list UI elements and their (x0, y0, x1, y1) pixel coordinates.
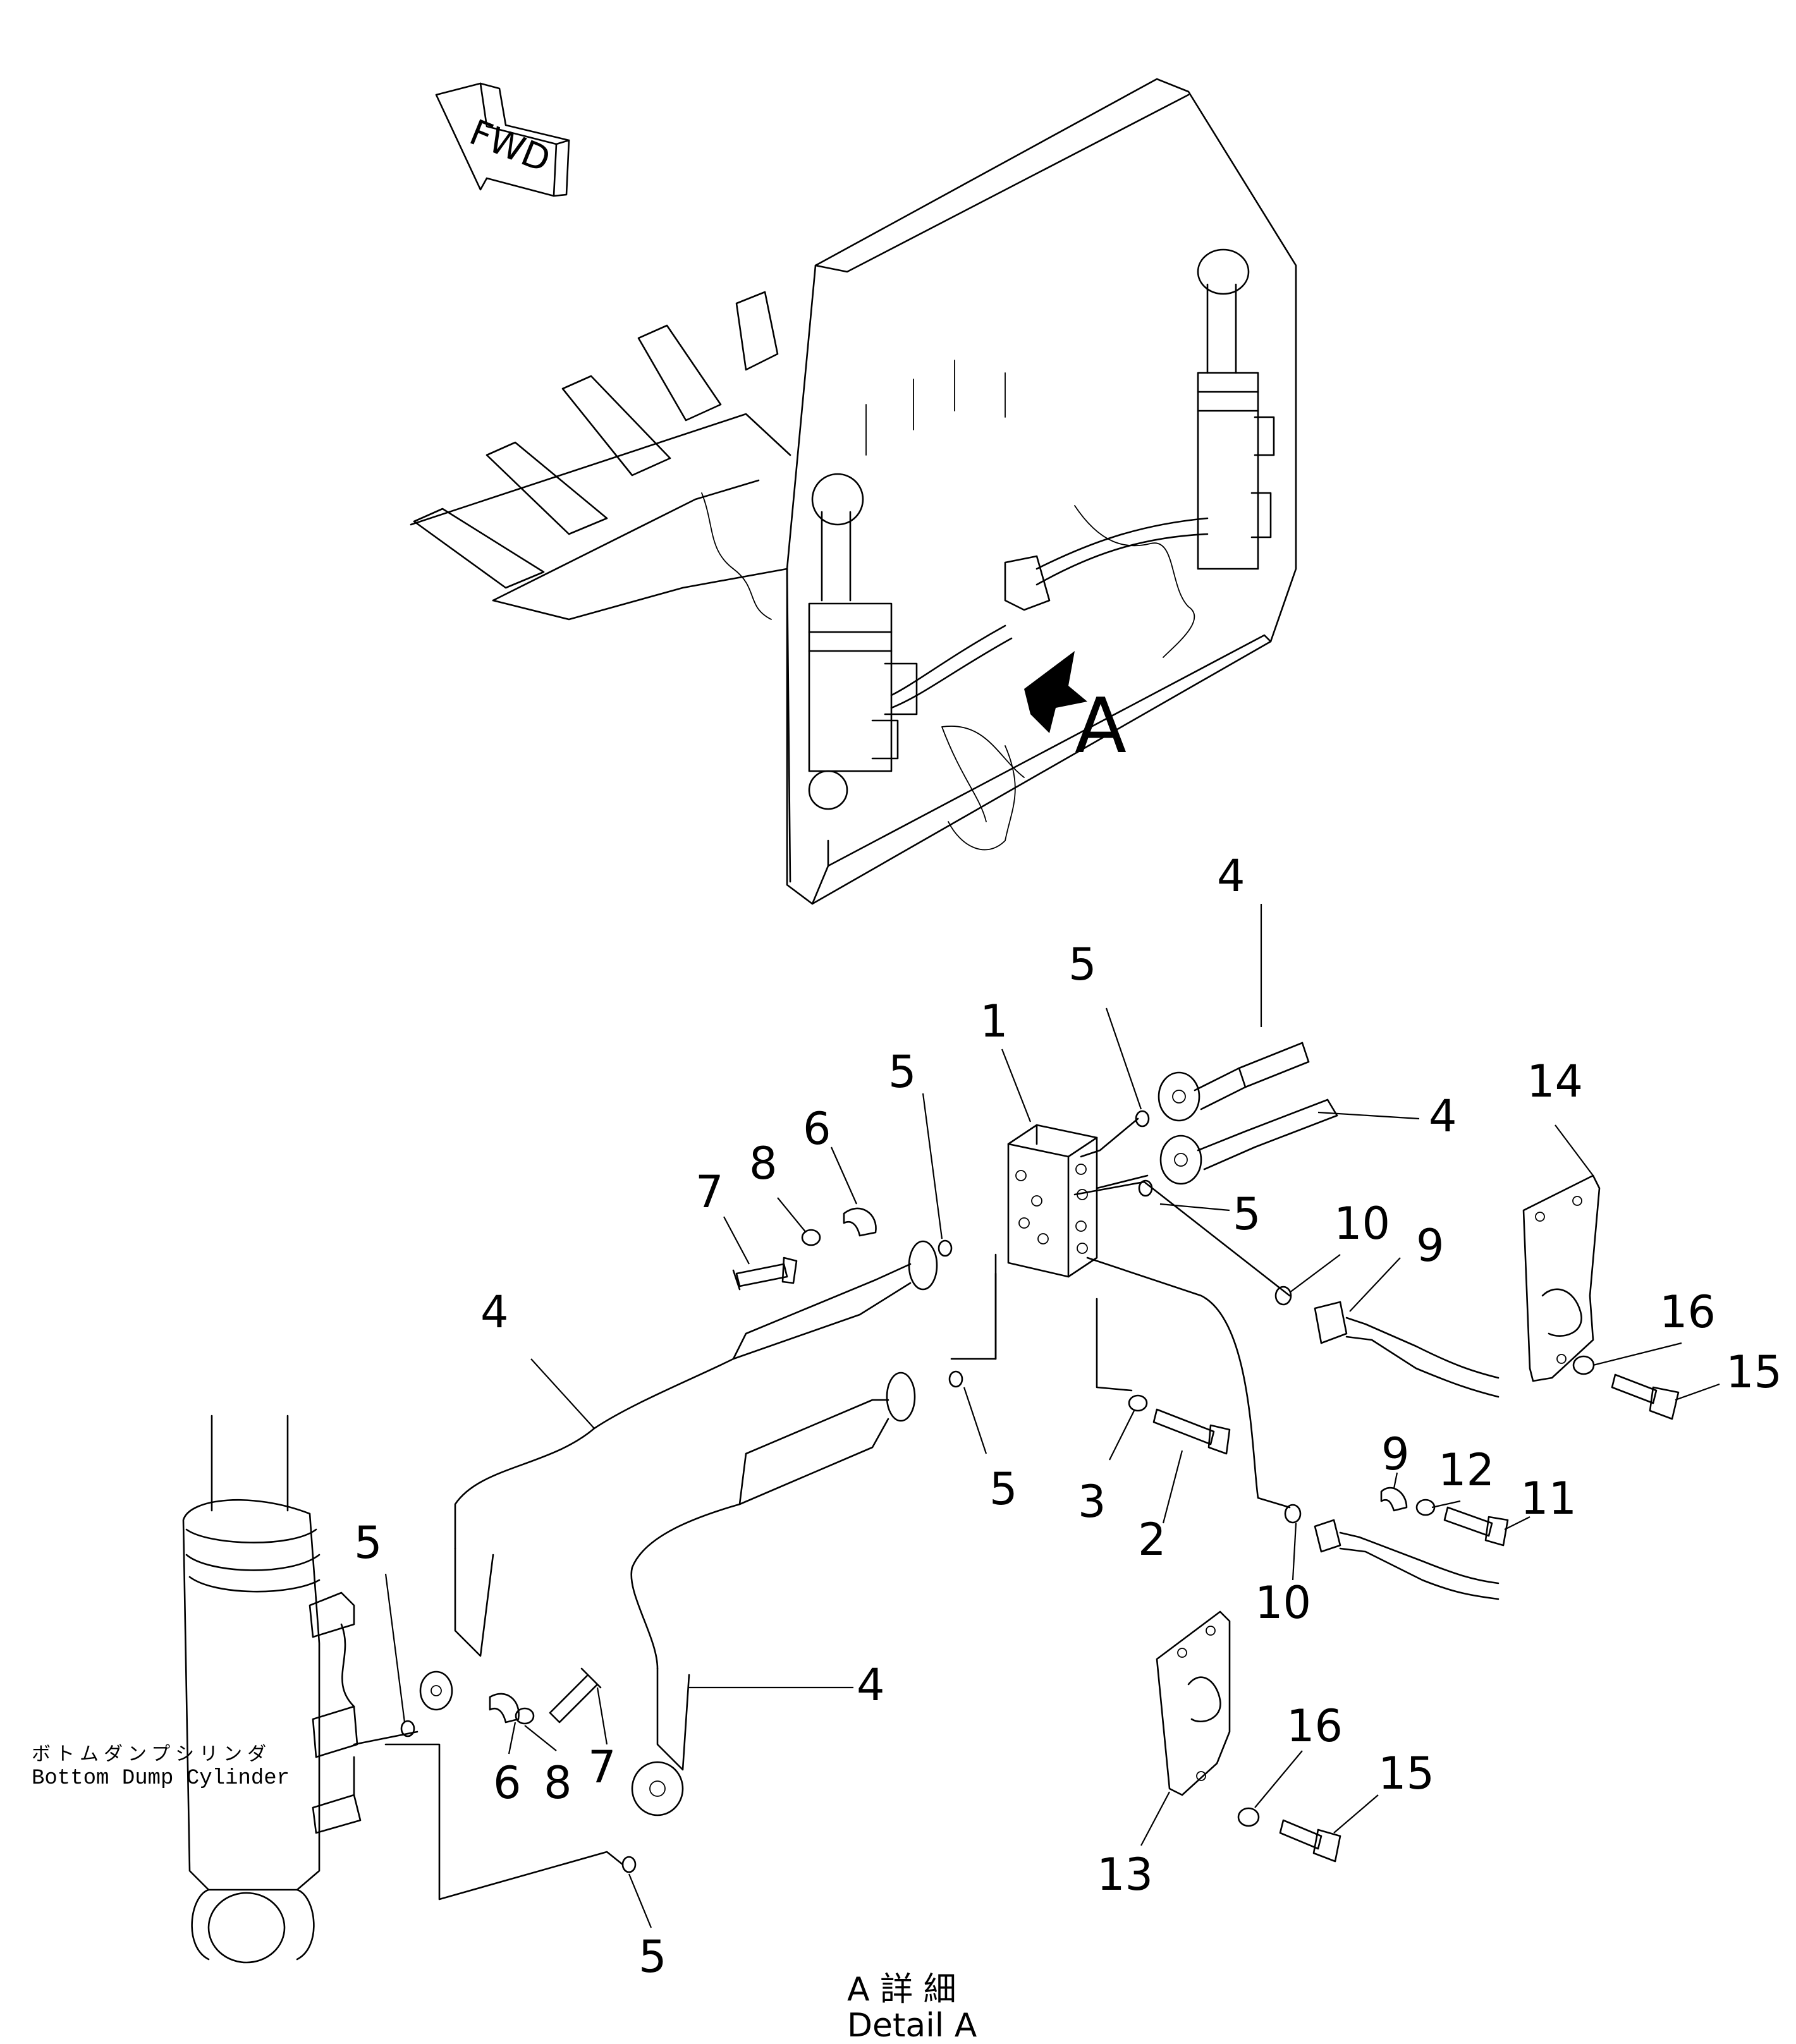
callout-11: 11 (1520, 1473, 1577, 1524)
detail-caption-english: Detail A (847, 2007, 977, 2044)
clamp-fastener (1380, 1487, 1509, 1547)
callout-13: 13 (1097, 1849, 1153, 1901)
leader-lines (384, 904, 1720, 1928)
split-flange-upper (732, 1207, 877, 1291)
callout-12: 12 (1438, 1444, 1494, 1496)
hose-right-lower (1284, 1504, 1500, 1600)
callout-5-middle: 5 (989, 1463, 1018, 1515)
detail-caption-japanese: A 詳 細 (847, 1971, 956, 2009)
callout-5-upper-left: 5 (888, 1046, 917, 1098)
callout-8-lower: 8 (544, 1757, 572, 1809)
bucket-teeth (413, 291, 779, 589)
callout-9-upper: 9 (1416, 1220, 1445, 1272)
callout-16-upper: 16 (1659, 1286, 1716, 1338)
callout-2: 2 (1138, 1514, 1166, 1566)
hose-upper-left (454, 1240, 938, 1657)
callout-16-lower: 16 (1286, 1700, 1343, 1752)
bolt-below-block (1128, 1394, 1231, 1455)
left-cylinder-overview (808, 473, 918, 810)
callout-8-upper: 8 (749, 1138, 778, 1189)
callout-7-upper: 7 (695, 1166, 724, 1218)
cover-plate-upper (1522, 1174, 1680, 1420)
hose-lower-left (630, 1372, 916, 1816)
callout-15-lower: 15 (1378, 1748, 1434, 1799)
callout-10-upper: 10 (1334, 1198, 1390, 1250)
callout-7-lower: 7 (588, 1741, 616, 1793)
split-flange-lower (489, 1667, 602, 1725)
hose-upper-right (1158, 1042, 1310, 1122)
callout-4-top: 4 (1217, 850, 1245, 902)
cylinder-label-japanese: ボトムダンプシリンダ (32, 1743, 271, 1765)
hose-right-upper (1274, 1286, 1500, 1398)
flange-left (419, 1670, 453, 1711)
bottom-dump-cylinder (182, 1414, 362, 1964)
callout-5-cylinder: 5 (354, 1517, 382, 1569)
cover-plate-lower (1156, 1610, 1341, 1863)
callout-15-upper: 15 (1726, 1346, 1782, 1398)
hose-middle-right (1159, 1098, 1338, 1185)
callout-1: 1 (980, 995, 1008, 1047)
bucket-illustration: A (410, 78, 1297, 905)
view-letter: A (1075, 683, 1127, 770)
callout-4-lower: 4 (857, 1659, 885, 1711)
fwd-arrow-icon: FWD (435, 82, 570, 197)
view-arrow-icon (1024, 651, 1087, 733)
callout-5-top: 5 (1068, 939, 1097, 990)
cylinder-label-english: Bottom Dump Cylinder (32, 1767, 290, 1791)
callout-5-right: 5 (1233, 1188, 1261, 1240)
callout-9-lower: 9 (1381, 1428, 1410, 1480)
valve-block (1007, 1124, 1098, 1278)
callout-14: 14 (1527, 1055, 1583, 1107)
callout-5-bottom: 5 (638, 1931, 667, 1983)
callout-6-lower: 6 (493, 1757, 522, 1809)
callout-3: 3 (1078, 1476, 1106, 1528)
right-cylinder-overview (1197, 248, 1275, 570)
callout-6-upper: 6 (803, 1103, 831, 1155)
callout-4-left: 4 (480, 1286, 509, 1338)
callout-4-right: 4 (1429, 1090, 1457, 1142)
fwd-label: FWD (464, 112, 556, 181)
callout-10-lower: 10 (1255, 1577, 1311, 1629)
callout-numbers: 1 2 3 4 4 4 4 5 5 5 5 5 5 6 6 7 7 8 8 9 … (354, 850, 1782, 1983)
